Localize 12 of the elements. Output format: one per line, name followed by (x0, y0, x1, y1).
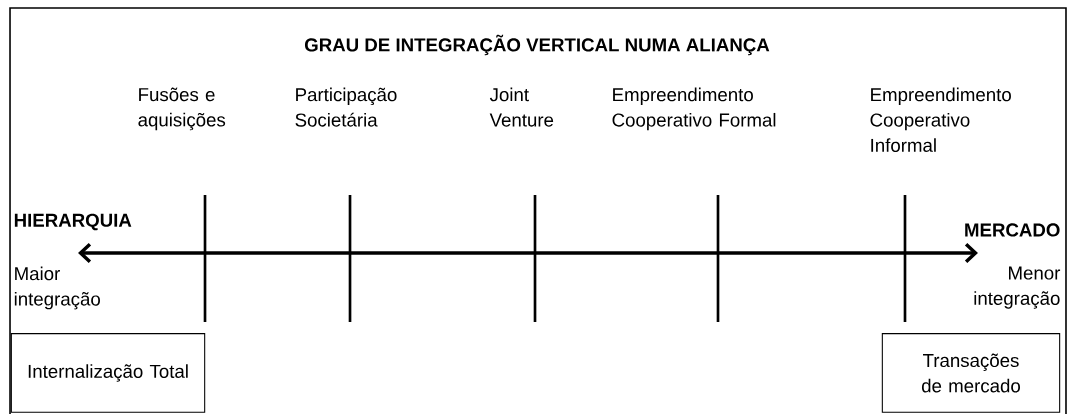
axis-end-label: MERCADO (965, 223, 1060, 237)
axis-note: Menor integração (974, 266, 1061, 309)
axis-end-label: HIERARQUIA (14, 213, 132, 231)
axis-note: Maior integração (14, 266, 100, 310)
text-box: Internalização Total (10, 333, 206, 413)
alliance-type-label: Empreendimento Cooperativo Informal (870, 87, 1011, 152)
text-box: Transações de mercado (881, 333, 1061, 413)
alliance-type-label: Joint Venture (489, 87, 554, 127)
alliance-type-label: Empreendimento Cooperativo Formal (612, 87, 776, 131)
alliance-type-label: Participação Societária (295, 87, 397, 127)
title: GRAU DE INTEGRAÇÃO VERTICAL NUMA ALIANÇA (305, 34, 770, 56)
alliance-type-label: Fusões e aquisições (138, 87, 226, 131)
